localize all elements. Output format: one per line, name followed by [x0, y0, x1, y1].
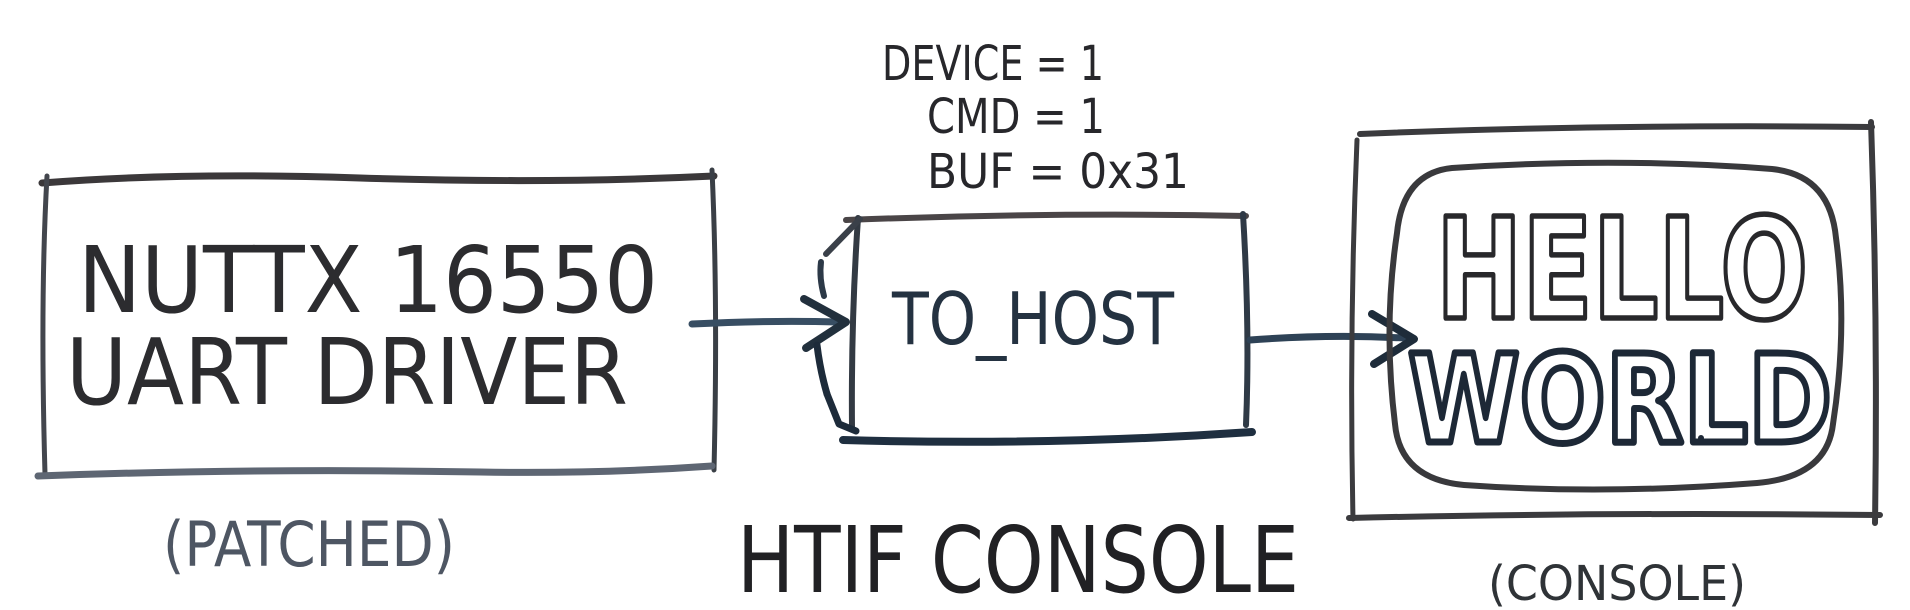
annotation-cmd: CMD = 1	[927, 89, 1105, 145]
box-edge-right	[1868, 119, 1879, 526]
console-box: HELLO WORLD	[1346, 119, 1883, 526]
box-edge-bottom	[34, 462, 716, 480]
annotation-device: DEVICE = 1	[882, 36, 1104, 92]
arrow-head	[800, 295, 850, 352]
bracket-upper-dash	[817, 259, 827, 299]
box-edge-left	[40, 173, 50, 477]
arrow-shaft	[688, 317, 842, 328]
htif-register-annotations: DEVICE = 1 CMD = 1 BUF = 0x31	[882, 36, 1189, 200]
uart-driver-label-line2: UART DRIVER	[66, 319, 628, 426]
bracket-lower-dash	[813, 341, 831, 398]
box-edge-top	[843, 211, 1249, 223]
arrow-shaft	[1246, 332, 1408, 344]
uart-driver-label-line1: NUTTX 16550	[78, 227, 658, 334]
box-edge-top	[1357, 123, 1875, 137]
console-caption: (CONSOLE)	[1488, 556, 1746, 610]
box-edge-right	[709, 167, 719, 473]
screen-rounded-frame	[1386, 159, 1845, 493]
box-edge-right	[1240, 211, 1251, 428]
annotation-buf: BUF = 0x31	[927, 144, 1189, 200]
bracket-bottom-check	[823, 390, 860, 435]
htif-console-caption: HTIF CONSOLE	[737, 507, 1299, 610]
box-edge-bottom	[1346, 511, 1883, 521]
arrow-driver-to-htif	[688, 295, 850, 352]
uart-driver-box: NUTTX 16550 UART DRIVER	[34, 167, 719, 480]
console-output-line2: WORLD	[1408, 329, 1832, 471]
console-output-line1: HELLO	[1436, 189, 1808, 352]
to-host-label: TO_HOST	[891, 277, 1175, 361]
uart-driver-caption: (PATCHED)	[163, 508, 455, 581]
ink-dot	[1698, 435, 1704, 441]
to-host-box: TO_HOST	[813, 211, 1256, 446]
box-edge-top	[38, 172, 718, 187]
box-edge-left	[848, 215, 861, 431]
box-edge-bottom	[839, 428, 1256, 446]
bracket-top-diagonal	[823, 216, 863, 257]
box-edge-left	[1349, 137, 1360, 522]
